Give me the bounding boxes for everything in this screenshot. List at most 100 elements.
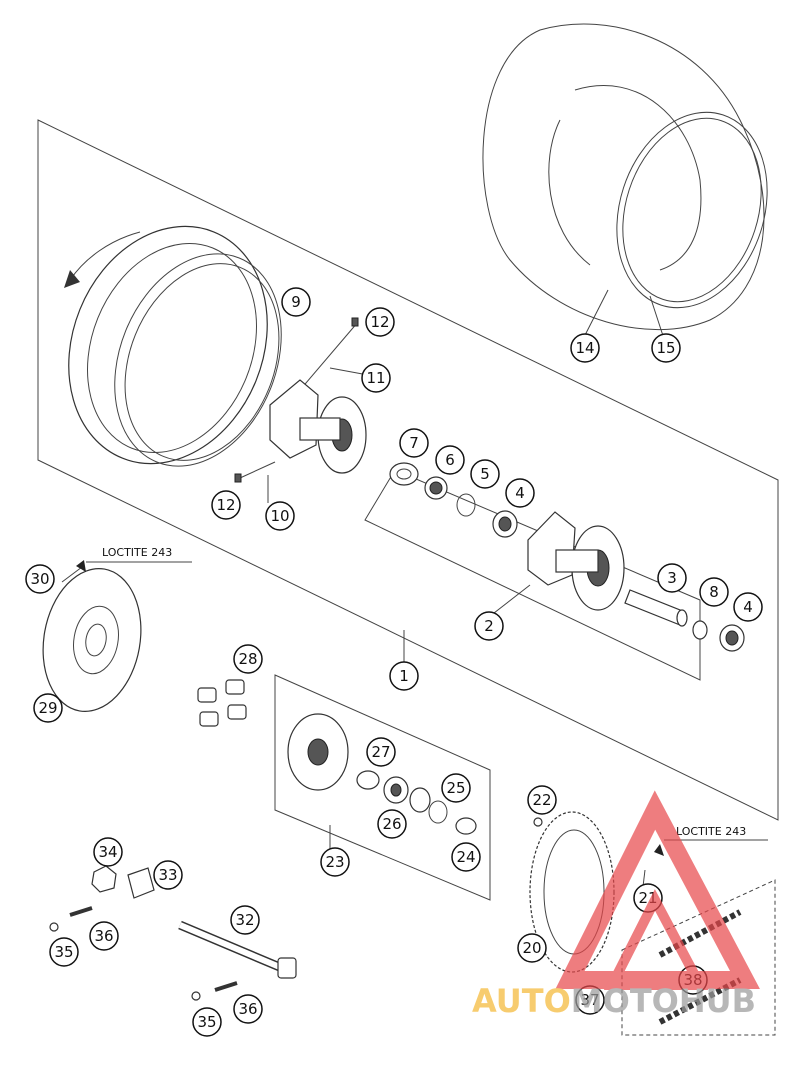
callout-14-label: 14 (575, 339, 594, 357)
watermark-logo: AUTOMOTOHUB (472, 790, 760, 1020)
callout-35b: 35 (192, 1007, 222, 1037)
callout-25: 25 (441, 773, 471, 803)
callout-4-circle (505, 478, 535, 508)
callout-22-circle (527, 785, 557, 815)
callout-20: 20 (517, 933, 547, 963)
callout-26: 26 (377, 809, 407, 839)
brake-disc (42, 568, 142, 712)
seal-25 (409, 787, 431, 813)
nipple-12b (234, 473, 242, 483)
sprocket-carrier (287, 713, 349, 791)
callout-24-label: 24 (456, 848, 475, 866)
arrow-head (64, 270, 80, 288)
callout-4b-label: 4 (743, 598, 753, 616)
callout-6: 6 (435, 445, 465, 475)
callout-2-label: 2 (484, 617, 494, 635)
bearing-7 (389, 462, 419, 486)
loctite-note-disc: LOCTITE 243 (102, 546, 172, 559)
callout-35: 35 (49, 937, 79, 967)
callout-10-circle (265, 501, 295, 531)
spoke-11 (299, 321, 359, 391)
callout-34: 34 (93, 837, 123, 867)
bearing-4b (719, 624, 745, 652)
watermark-text: AUTOMOTOHUB (472, 982, 756, 1020)
callout-28-circle (233, 644, 263, 674)
callout-14: 14 (570, 333, 600, 363)
callout-27: 27 (366, 737, 396, 767)
callout-6-circle (435, 445, 465, 475)
callout-8-circle (699, 577, 729, 607)
callout-28: 28 (233, 644, 263, 674)
tyre (482, 23, 765, 331)
callout-32-label: 32 (235, 911, 254, 929)
callout-1: 1 (389, 661, 419, 691)
circlip-5 (456, 493, 476, 517)
callout-9: 9 (281, 287, 311, 317)
callout-22: 22 (527, 785, 557, 815)
hub-lower (527, 511, 625, 611)
callout-12: 12 (365, 307, 395, 337)
rotation-arrow (69, 231, 141, 281)
callout-1-label: 1 (399, 667, 409, 685)
callout-10-label: 10 (270, 507, 289, 525)
callout-14-circle (570, 333, 600, 363)
callout-33: 33 (153, 860, 183, 890)
bearing-27 (356, 770, 380, 790)
callout-26-label: 26 (382, 815, 401, 833)
callout-10: 10 (265, 501, 295, 531)
callout-27-label: 27 (371, 743, 390, 761)
callout-36-label: 36 (94, 927, 113, 945)
chain-adjuster-33 (127, 867, 155, 899)
nut-22 (533, 817, 543, 827)
ring-25b (428, 800, 448, 824)
callout-29-label: 29 (38, 699, 57, 717)
loctite-drop-2 (654, 844, 664, 856)
callout-35b-label: 35 (197, 1013, 216, 1031)
watermark-auto: AUTO (472, 982, 571, 1020)
callout-29: 29 (33, 693, 63, 723)
washer-8 (692, 620, 708, 640)
spacer-24 (455, 817, 477, 835)
chain-frame (621, 879, 776, 1036)
callout-24: 24 (451, 842, 481, 872)
callout-23-circle (320, 847, 350, 877)
callout-12b-label: 12 (216, 496, 235, 514)
callout-33-circle (153, 860, 183, 890)
callout-11: 11 (361, 363, 391, 393)
callout-37-label: 37 (580, 991, 599, 1009)
callout-35-label: 35 (54, 943, 73, 961)
callout-4: 4 (505, 478, 535, 508)
callout-23: 23 (320, 847, 350, 877)
spacer-3 (624, 589, 688, 627)
callout-12-circle (365, 307, 395, 337)
damper-rubbers (197, 679, 247, 727)
callout-28-label: 28 (238, 650, 257, 668)
bolt-36b (214, 981, 238, 992)
bearing-4 (492, 510, 518, 538)
callout-4-label: 4 (515, 484, 525, 502)
callout-11-circle (361, 363, 391, 393)
callout-32-circle (230, 905, 260, 935)
callout-9-circle (281, 287, 311, 317)
callout-30: 30 (25, 564, 55, 594)
watermark-hub: HUB (679, 982, 756, 1020)
callout-12b-circle (211, 490, 241, 520)
nipple-12 (351, 317, 359, 327)
callout-25-label: 25 (446, 779, 465, 797)
callout-5: 5 (470, 459, 500, 489)
callout-29-circle (33, 693, 63, 723)
callout-15-circle (651, 333, 681, 363)
callout-7-circle (399, 428, 429, 458)
callout-11-label: 11 (366, 369, 385, 387)
callout-12b: 12 (211, 490, 241, 520)
seal-6 (424, 476, 448, 500)
axle-nut-34 (91, 865, 117, 893)
callout-23-label: 23 (325, 853, 344, 871)
callout-8: 8 (699, 577, 729, 607)
callout-20-circle (517, 933, 547, 963)
callout-22-label: 22 (532, 791, 551, 809)
hub-upper (269, 379, 367, 474)
callout-15: 15 (651, 333, 681, 363)
